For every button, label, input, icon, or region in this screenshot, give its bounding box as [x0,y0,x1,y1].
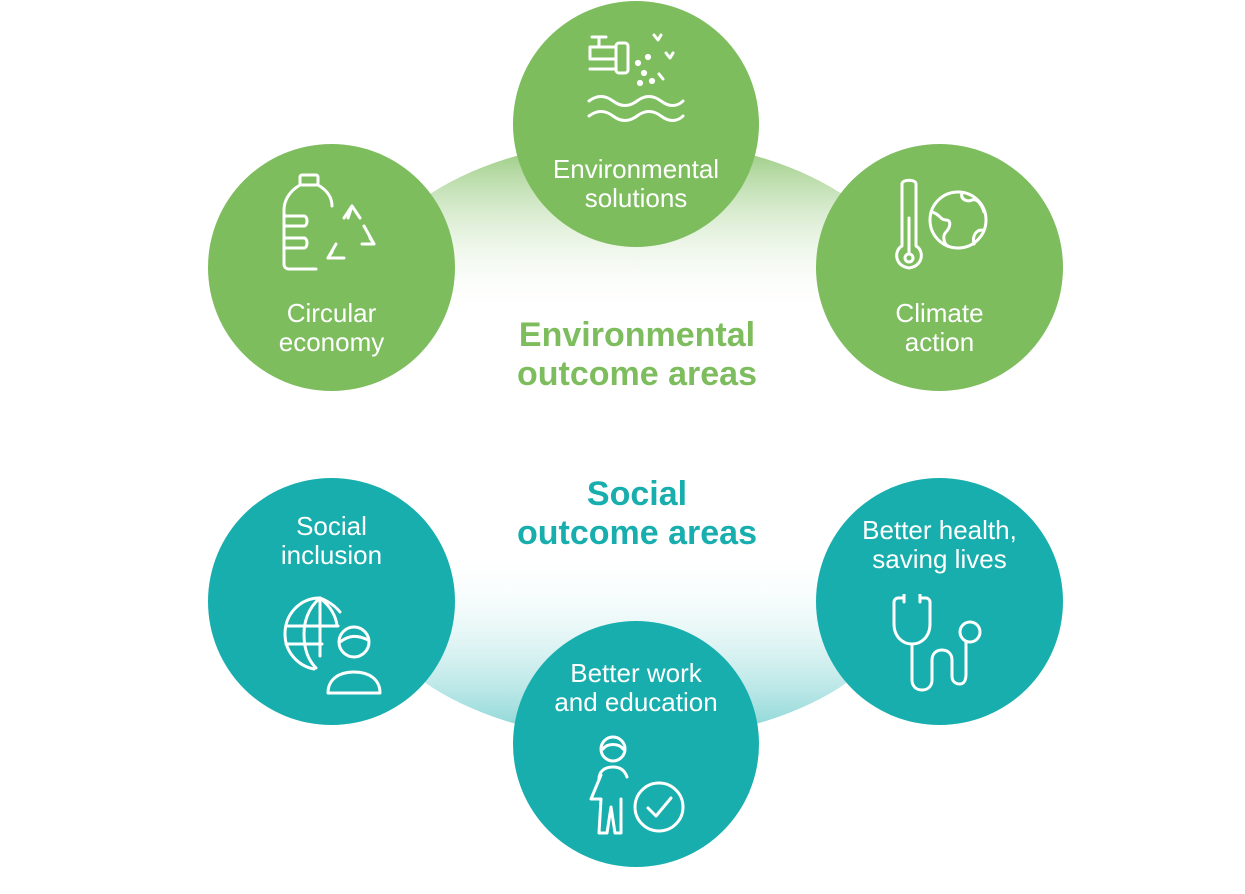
label-line: and education [554,687,718,717]
label-line: Better work [570,658,702,688]
label-line: economy [278,327,385,357]
better-health-label: Better health, saving lives [816,516,1063,574]
globe-person-icon [282,596,384,698]
label-line: Social [296,511,367,541]
climate-action-circle: Climate action [816,144,1063,391]
title-line: outcome areas [517,514,757,552]
recycle-bottle-icon [280,172,385,272]
label-line: Better health, [862,515,1017,545]
stethoscope-icon [892,594,992,696]
environmental-solutions-circle: Environmental solutions [513,1,759,247]
water-pollution-icon [586,29,686,134]
social-inclusion-label: Social inclusion [208,512,455,570]
label-line: saving lives [872,544,1007,574]
thermometer-globe-icon [888,174,993,274]
social-inclusion-circle: Social inclusion [208,478,455,725]
title-line: Environmental [518,316,756,354]
better-work-label: Better work and education [513,659,759,717]
social-glow [361,420,911,740]
better-work-circle: Better work and education [513,621,759,867]
person-checkmark-icon [585,735,689,839]
circular-economy-label: Circular economy [208,299,455,357]
label-line: Circular [286,298,377,328]
label-line: inclusion [280,540,383,570]
environmental-solutions-label: Environmental solutions [513,155,759,213]
circular-economy-circle: Circular economy [208,144,455,391]
social-outcome-areas-title: Social outcome areas [427,475,847,553]
label-line: Environmental [552,154,720,184]
label-line: Climate [895,298,984,328]
better-health-circle: Better health, saving lives [816,478,1063,725]
label-line: solutions [584,183,688,213]
environmental-outcome-areas-title: Environmental outcome areas [427,316,847,394]
climate-action-label: Climate action [816,299,1063,357]
title-line: outcome areas [517,355,757,393]
label-line: action [904,327,975,357]
title-line: Social [586,475,688,513]
environmental-glow [361,140,911,460]
